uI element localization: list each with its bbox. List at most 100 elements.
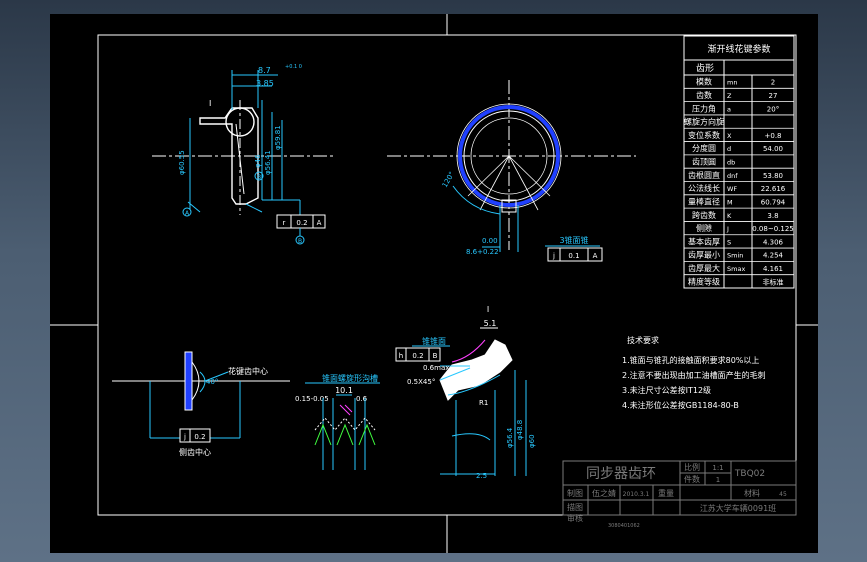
dim-phi-56-4: φ56.4 [506, 427, 514, 448]
datum-a: A [185, 210, 190, 217]
face-tol-value: 0.1 [568, 252, 579, 260]
param-row-7-val: 53.80 [763, 172, 783, 180]
datum-b-2: B [298, 238, 302, 245]
dim-phi-60-55: φ60.55 [178, 150, 186, 175]
param-row-11-val: 0.08~0.125 [752, 225, 794, 233]
zone-marks [50, 14, 818, 553]
param-row-4-sym: X [727, 132, 732, 140]
param-row-9-name: 量棒直径 [688, 196, 720, 206]
dim-05x45: 0.5X45° [407, 378, 435, 386]
dim-8-7: 8.7 [258, 66, 271, 75]
param-row-13-name: 齿厚最小 [688, 251, 720, 260]
draw-date: 2010.3.1 [623, 491, 650, 498]
title-block [562, 460, 797, 516]
dim-5-1: 5.1 [484, 319, 497, 328]
param-row-11-sym: J [726, 225, 729, 233]
param-row-13-val: 4.254 [763, 252, 784, 260]
detail-label-i: I [487, 305, 489, 314]
param-row-8-sym: WF [727, 185, 737, 193]
qty-value: 1 [716, 476, 720, 484]
section-view: 8.7 +0.1 0 3.85 I φ60.55 φ46 φ56.41 φ59.… [152, 64, 335, 245]
param-row-5-name: 分度圆 [692, 143, 716, 153]
param-row-7-sym: dnf [727, 172, 738, 180]
cross-section: 锥锥面 h 0.2 B I 5.1 0.6max 0.5X45° R1 2.5 … [395, 305, 536, 480]
dim-0-00: 0.00 [482, 237, 498, 245]
material-label: 材料 [744, 488, 760, 498]
param-row-9-val: 60.794 [761, 198, 786, 206]
tooth-view: 花键齿中心 40° j 0.2 侧齿中心 [112, 351, 290, 457]
drawing-sheet [50, 14, 818, 553]
param-row-8-val: 22.616 [761, 185, 786, 193]
param-row-14-name: 齿厚最大 [688, 263, 720, 273]
param-table-title: 渐开线花键参数 [707, 43, 770, 55]
end-tol-ref: B [433, 352, 438, 360]
sym-tol-symbol: j [183, 433, 186, 441]
param-row-6-name: 齿顶圆 [692, 158, 716, 167]
note-2: 2.注意不要出现由加工油槽面产生的毛刺 [622, 370, 766, 380]
school-name: 江苏大学车辆0091班 [700, 503, 776, 513]
param-table-header: 齿形 [696, 62, 714, 74]
scale-label: 比例 [684, 462, 700, 472]
param-row-6-sym: db [727, 159, 735, 167]
dim-3-85: 3.85 [256, 79, 274, 88]
title-block-text: 同步器齿环 比例 件数 1:1 1 TBQ02 制图 伍之婧 2010.3.1 … [567, 462, 787, 529]
dim-phi-48-8: φ48.8 [516, 420, 524, 440]
face-tol-sym: j [552, 252, 555, 260]
drawer-name: 伍之婧 [592, 488, 616, 498]
end-face-label: 锥锥面 [422, 336, 446, 346]
note-3: 3.未注尺寸公差按IT12级 [622, 385, 711, 395]
param-row-5-val: 54.00 [763, 145, 783, 153]
param-row-8-name: 公法线长 [688, 183, 720, 193]
dim-phi-46: φ46 [254, 154, 262, 168]
tech-notes: 技术要求 1.锥面与锥孔的接触面积要求80%以上 2.注意不要出现由加工油槽面产… [622, 335, 766, 410]
param-row-14-sym: Smax [727, 265, 745, 273]
cone-dim-06: 0.6 [356, 395, 368, 403]
end-tol-sym: h [399, 352, 403, 360]
param-row-1-val: 27 [769, 92, 778, 100]
cone-detail: 锥面螺旋形沟槽 10.1 0.15-0.05 0.6 [295, 373, 380, 470]
tooth-center-label: 侧齿中心 [179, 447, 211, 457]
notes-title: 技术要求 [627, 335, 659, 345]
cone-dim-10-1: 10.1 [335, 386, 353, 395]
param-row-9-sym: M [727, 198, 733, 206]
param-row-0-name: 模数 [696, 77, 712, 87]
param-row-2-name: 压力角 [692, 103, 716, 113]
drawn-by-label: 制图 [567, 488, 583, 498]
dim-phi-59-81: φ59.81 [274, 125, 282, 150]
tol-symbol: r [283, 219, 286, 227]
dim-0-6max: 0.6max [423, 364, 449, 372]
note-4: 4.未注形位公差按GB1184-80-B [622, 400, 739, 410]
param-row-5-sym: d [727, 145, 731, 153]
param-row-7-name: 齿根圆直 [688, 170, 720, 180]
param-row-15-name: 精度等级 [688, 276, 720, 286]
dim-2-5: 2.5 [476, 472, 487, 480]
cone-label: 锥面螺旋形沟槽 [322, 373, 378, 383]
dim-angle-120: 120° [441, 170, 456, 189]
student-id: 3080401062 [608, 523, 640, 529]
param-row-12-name: 基本齿厚 [688, 236, 720, 246]
material-value: 45 [779, 491, 787, 498]
param-row-15-val: 非标准 [763, 277, 784, 286]
param-row-0-val: 2 [771, 79, 775, 87]
dim-8-6: 8.6+0.22 [466, 248, 499, 256]
param-row-4-name: 变位系数 [688, 130, 720, 140]
param-row-10-sym: K [727, 212, 732, 220]
dim-label-i: I [209, 99, 211, 108]
param-row-4-val: +0.8 [765, 132, 782, 140]
drawing-code: TBQ02 [734, 469, 765, 479]
param-row-2-sym: a [727, 105, 731, 113]
cone-dim-015: 0.15-0.05 [295, 395, 329, 403]
scale-value: 1:1 [712, 464, 723, 472]
param-row-1-name: 齿数 [696, 90, 712, 100]
param-row-0-sym: mn [727, 79, 737, 87]
end-tol-value: 0.2 [412, 352, 423, 360]
param-row-13-sym: Smin [727, 252, 743, 260]
param-row-3-name: 螺旋方向旋 [684, 117, 724, 127]
qty-label: 件数 [684, 474, 700, 484]
param-row-12-val: 4.306 [763, 238, 784, 246]
spline-center-label: 花键齿中心 [228, 366, 268, 376]
dim-8-7-tol: +0.1 0 [285, 64, 302, 70]
param-row-2-val: 20° [767, 105, 779, 113]
